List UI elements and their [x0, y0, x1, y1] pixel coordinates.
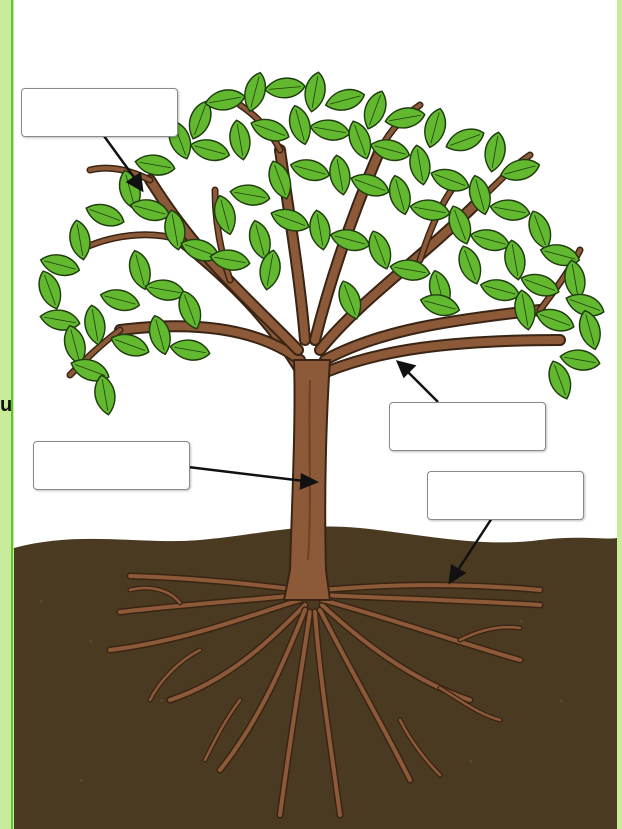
label-box-trunk[interactable] [33, 441, 190, 490]
label-box-leaves[interactable] [21, 88, 178, 137]
edge-text: u [0, 394, 12, 417]
label-box-roots[interactable] [427, 471, 584, 520]
label-box-branch[interactable] [389, 402, 546, 451]
